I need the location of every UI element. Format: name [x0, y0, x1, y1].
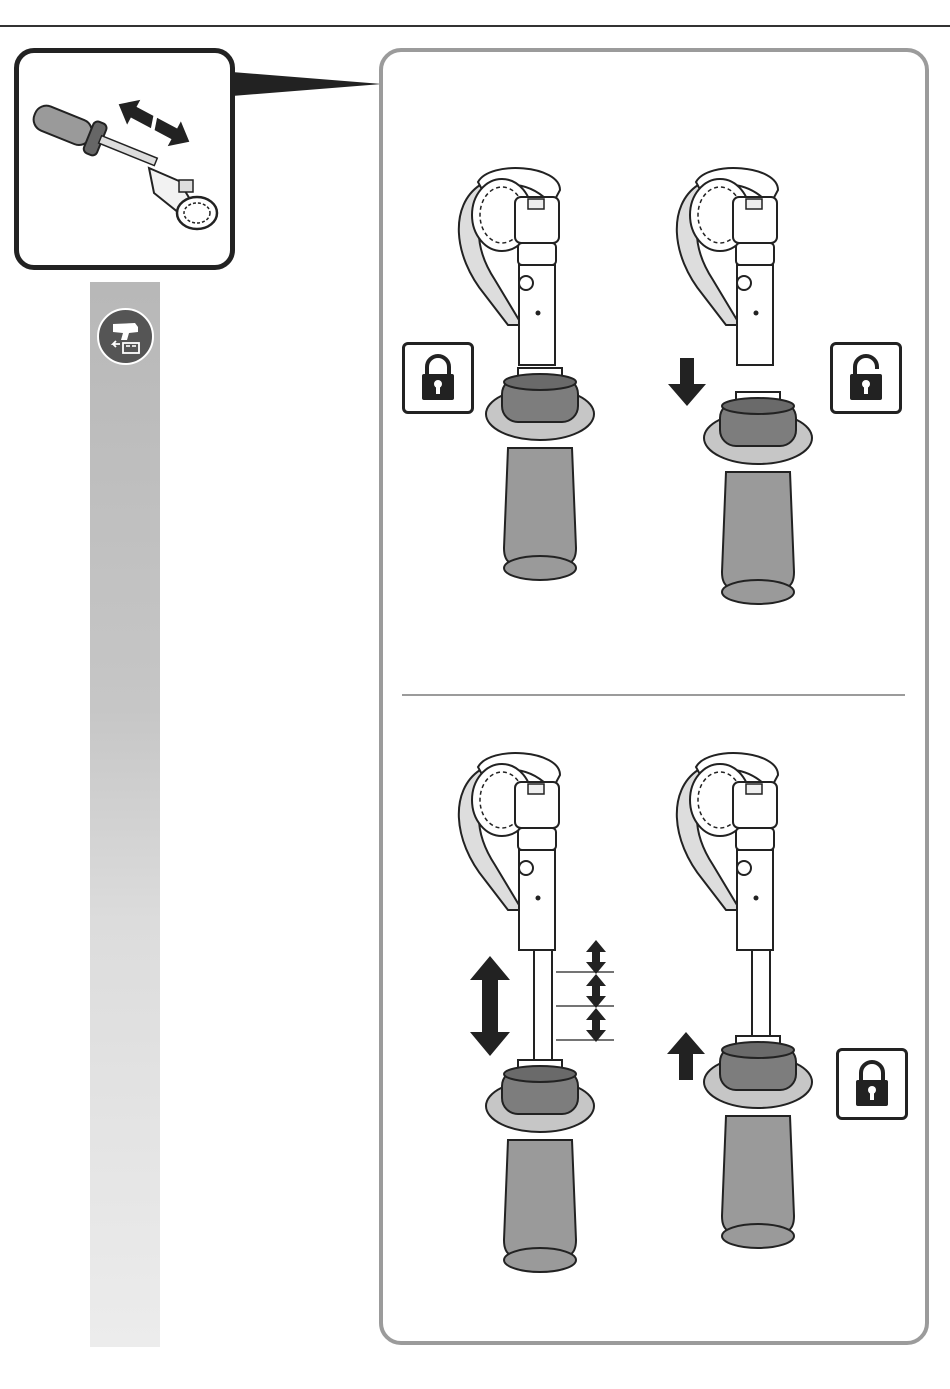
double-arrow-vertical-icon [470, 956, 510, 1056]
double-arrow-vertical-icon [586, 940, 606, 1042]
arrow-up-icon [667, 1032, 705, 1080]
arrow-down-icon [668, 358, 706, 406]
